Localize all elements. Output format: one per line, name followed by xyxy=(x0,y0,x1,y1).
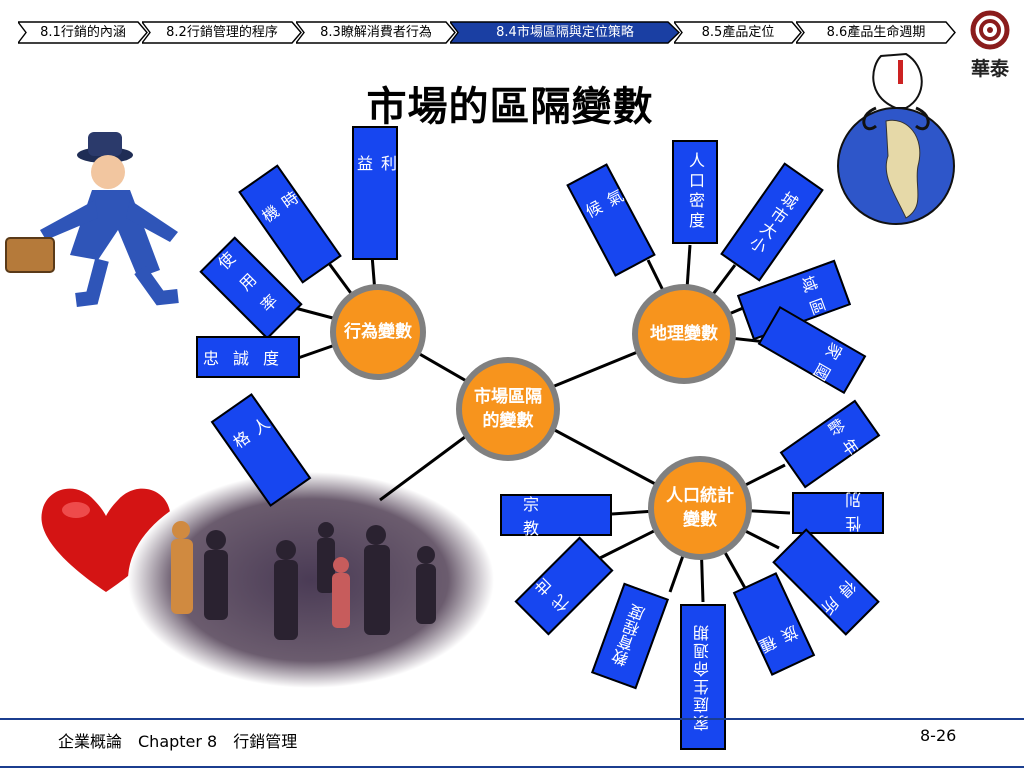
var-gender[interactable]: 性別 xyxy=(792,490,884,534)
nav-tab-8-2[interactable]: 8.2行銷管理的程序 xyxy=(142,21,302,44)
businessman-illustration xyxy=(5,132,179,307)
var-label: 教育程度 xyxy=(609,602,650,670)
logo-ring-icon xyxy=(970,10,1010,50)
crowd-photo xyxy=(128,472,494,688)
nav-tab-8-6[interactable]: 8.6產品生命週期 xyxy=(796,21,956,44)
hub-label: 市場區隔的變數 xyxy=(474,387,542,431)
logo-text: 華泰 xyxy=(970,58,1009,80)
nav-tab-shape xyxy=(674,21,802,44)
var-label: 人口密度 xyxy=(686,152,705,232)
hub-label: 人口統計變數 xyxy=(666,486,734,530)
nav-tab-label: 8.1行銷的內涵 xyxy=(40,25,126,40)
nav-tab-shape xyxy=(142,21,302,44)
footer-divider xyxy=(0,718,1024,720)
var-label: 宗教 xyxy=(522,495,589,538)
footer-divider-bottom xyxy=(0,766,1024,768)
chapter-nav: 8.1行銷的內涵 8.2行銷管理的程序 8.3瞭解消費者行為 8.4市場區隔與定… xyxy=(18,21,958,44)
page-title: 市場的區隔變數 xyxy=(366,83,654,130)
var-population-density[interactable]: 人口密度 xyxy=(672,140,718,244)
nav-tab-label: 8.2行銷管理的程序 xyxy=(166,25,278,40)
nav-tab-label: 8.4市場區隔與定位策略 xyxy=(496,25,634,40)
var-label: 忠誠度 xyxy=(202,349,293,368)
var-label: 利益 xyxy=(354,155,397,231)
nav-tab-shape xyxy=(18,21,148,44)
var-loyalty[interactable]: 忠誠度 xyxy=(196,336,300,378)
var-family-lifecycle[interactable]: 家庭生命週期 xyxy=(680,604,726,750)
hub-behavioral: 行為變數 xyxy=(330,284,426,380)
page-number: 8-26 xyxy=(920,726,957,745)
nav-tab-label: 8.5產品定位 xyxy=(701,25,775,40)
hub-label: 行為變數 xyxy=(344,322,412,342)
footer-course-info: 企業概論 Chapter 8 行銷管理 xyxy=(58,732,298,751)
nav-tab-shape xyxy=(296,21,456,44)
publisher-logo: 華泰 xyxy=(964,8,1016,80)
nav-tab-label: 8.6產品生命週期 xyxy=(826,25,926,40)
hub-segmentation-variables: 市場區隔的變數 xyxy=(456,357,560,461)
nav-tab-shape xyxy=(450,21,680,44)
nav-tab-8-5[interactable]: 8.5產品定位 xyxy=(674,21,802,44)
var-benefit[interactable]: 利益 xyxy=(352,126,398,260)
globe-illustration xyxy=(837,52,955,225)
nav-tab-shape xyxy=(796,21,956,44)
hub-label: 地理變數 xyxy=(650,324,718,344)
nav-tab-8-3[interactable]: 8.3瞭解消費者行為 xyxy=(296,21,456,44)
hub-geographic: 地理變數 xyxy=(632,284,736,384)
nav-tab-8-4[interactable]: 8.4市場區隔與定位策略 xyxy=(450,21,680,44)
nav-tab-label: 8.3瞭解消費者行為 xyxy=(320,25,432,40)
var-label: 家庭生命週期 xyxy=(693,623,712,731)
var-religion[interactable]: 宗教 xyxy=(500,494,612,538)
hub-demographic: 人口統計變數 xyxy=(648,456,752,560)
slide-footer: 企業概論 Chapter 8 行銷管理 8-26 xyxy=(0,718,1024,768)
nav-tab-8-1[interactable]: 8.1行銷的內涵 xyxy=(18,21,148,44)
